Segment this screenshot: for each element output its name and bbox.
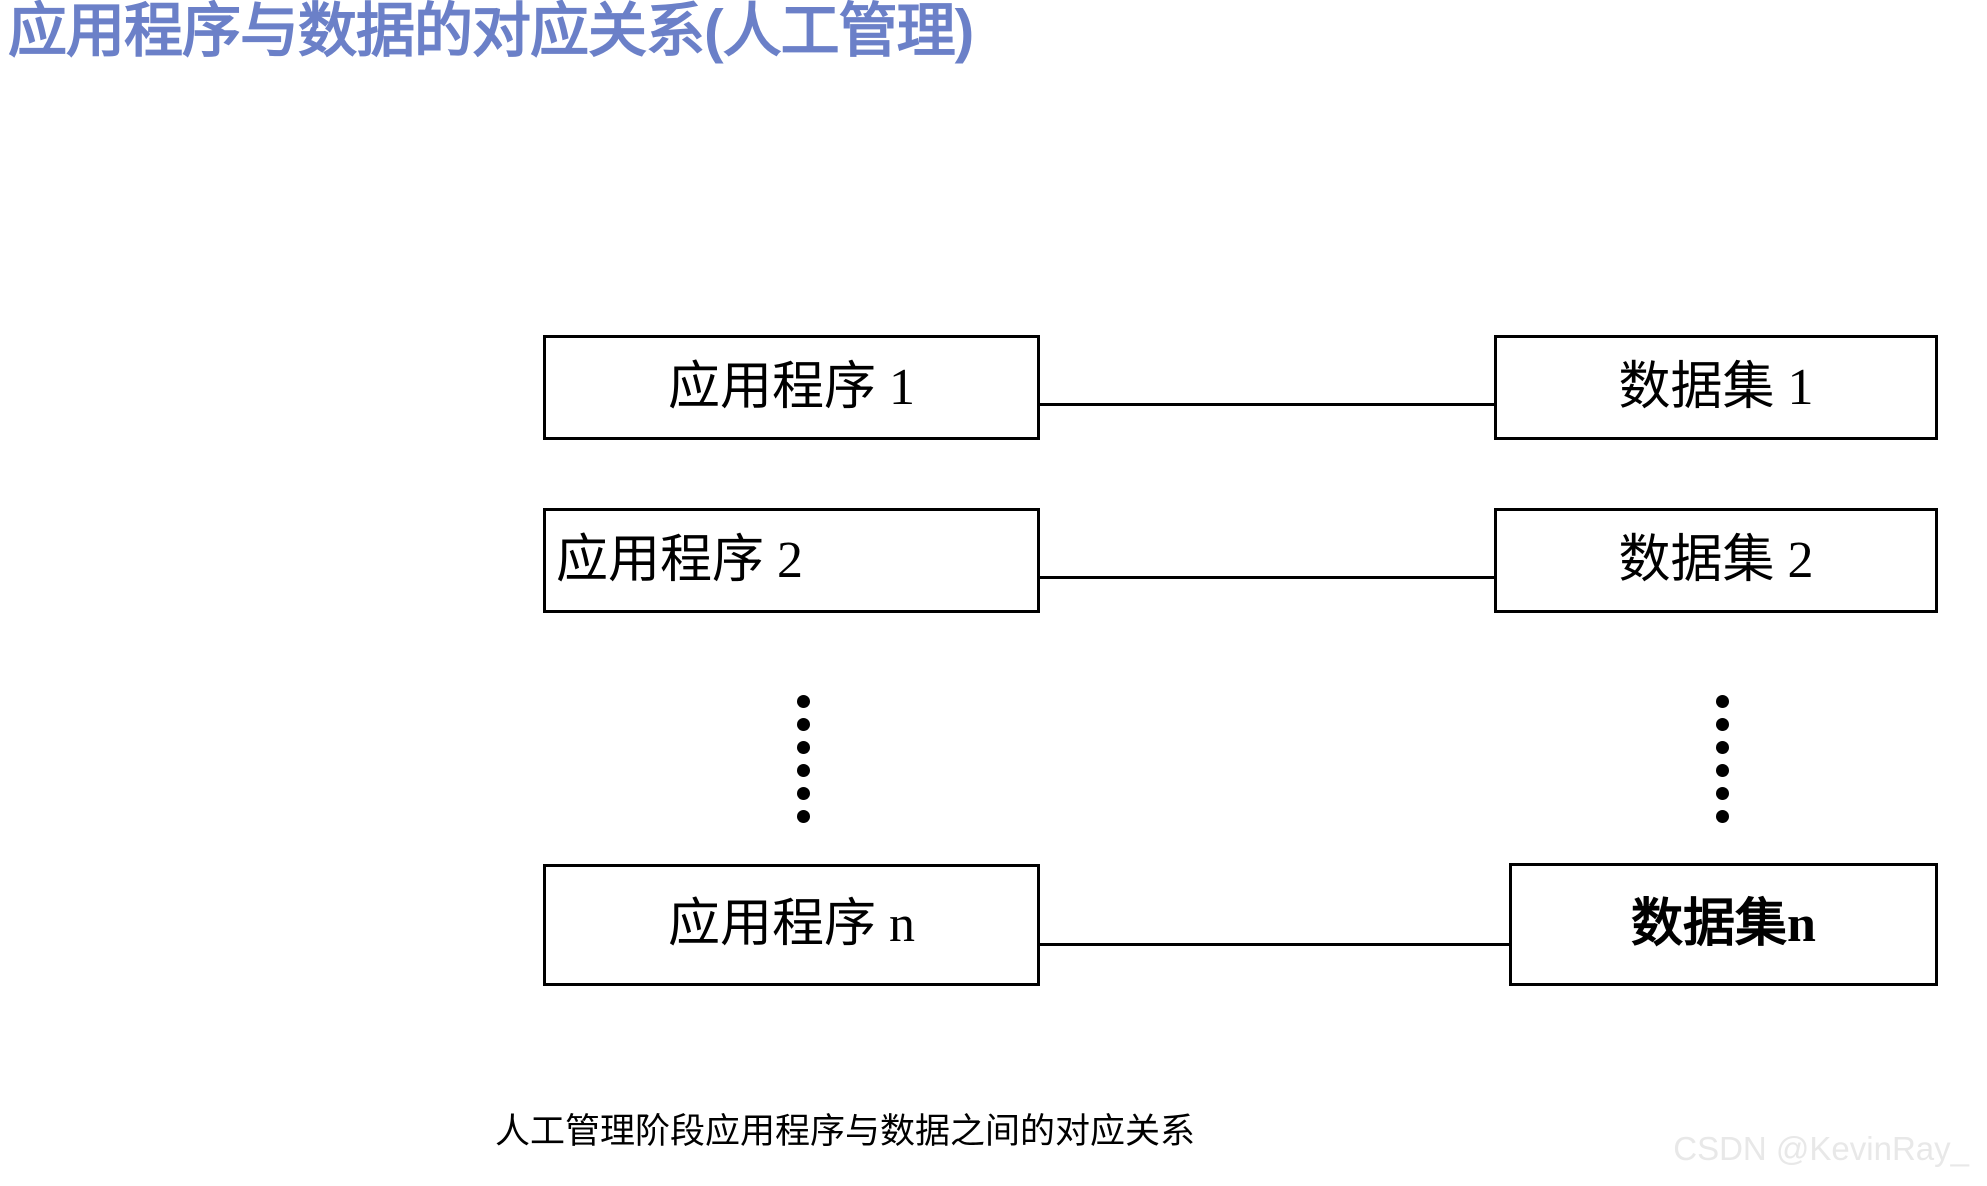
application-box-1: 应用程序 1 <box>543 335 1040 440</box>
ellipsis-dot <box>797 718 810 731</box>
ellipsis-dot <box>1716 764 1729 777</box>
ellipsis-dot <box>797 741 810 754</box>
vertical-ellipsis-right-icon <box>1716 695 1729 823</box>
vertical-ellipsis-left-icon <box>797 695 810 823</box>
ellipsis-dot <box>1716 787 1729 800</box>
ellipsis-dot <box>797 787 810 800</box>
dataset-box-2: 数据集 2 <box>1494 508 1938 613</box>
connector-line-2 <box>1040 576 1495 579</box>
ellipsis-dot <box>1716 741 1729 754</box>
ellipsis-dot <box>1716 810 1729 823</box>
watermark: CSDN @KevinRay_ <box>1673 1130 1969 1167</box>
application-box-2: 应用程序 2 <box>543 508 1040 613</box>
ellipsis-dot <box>1716 695 1729 708</box>
connector-line-n <box>1040 943 1510 946</box>
application-box-n: 应用程序 n <box>543 864 1040 986</box>
dataset-box-n: 数据集n <box>1509 863 1938 986</box>
ellipsis-dot <box>797 810 810 823</box>
ellipsis-dot <box>1716 718 1729 731</box>
connector-line-1 <box>1040 403 1495 406</box>
ellipsis-dot <box>797 695 810 708</box>
figure-caption: 人工管理阶段应用程序与数据之间的对应关系 <box>495 1112 1196 1151</box>
page-title: 应用程序与数据的对应关系(人工管理) <box>8 0 974 64</box>
ellipsis-dot <box>797 764 810 777</box>
dataset-box-1: 数据集 1 <box>1494 335 1938 440</box>
